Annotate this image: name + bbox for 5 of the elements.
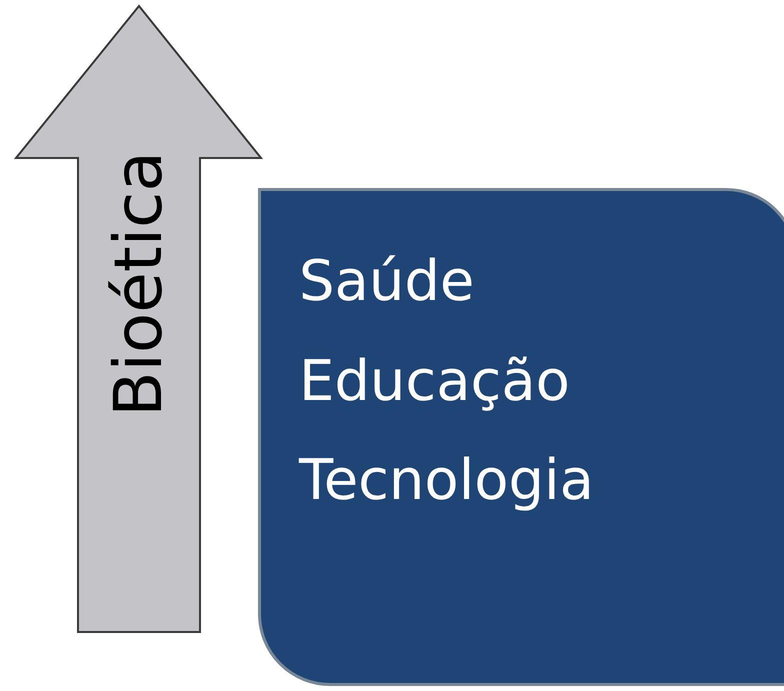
- box-text: Tecnologia: [299, 450, 594, 512]
- box-text: Saúde: [299, 251, 474, 313]
- rounded-box: [258, 188, 784, 686]
- arrow-label: Bioética: [106, 151, 172, 417]
- box-text: Educação: [299, 350, 570, 412]
